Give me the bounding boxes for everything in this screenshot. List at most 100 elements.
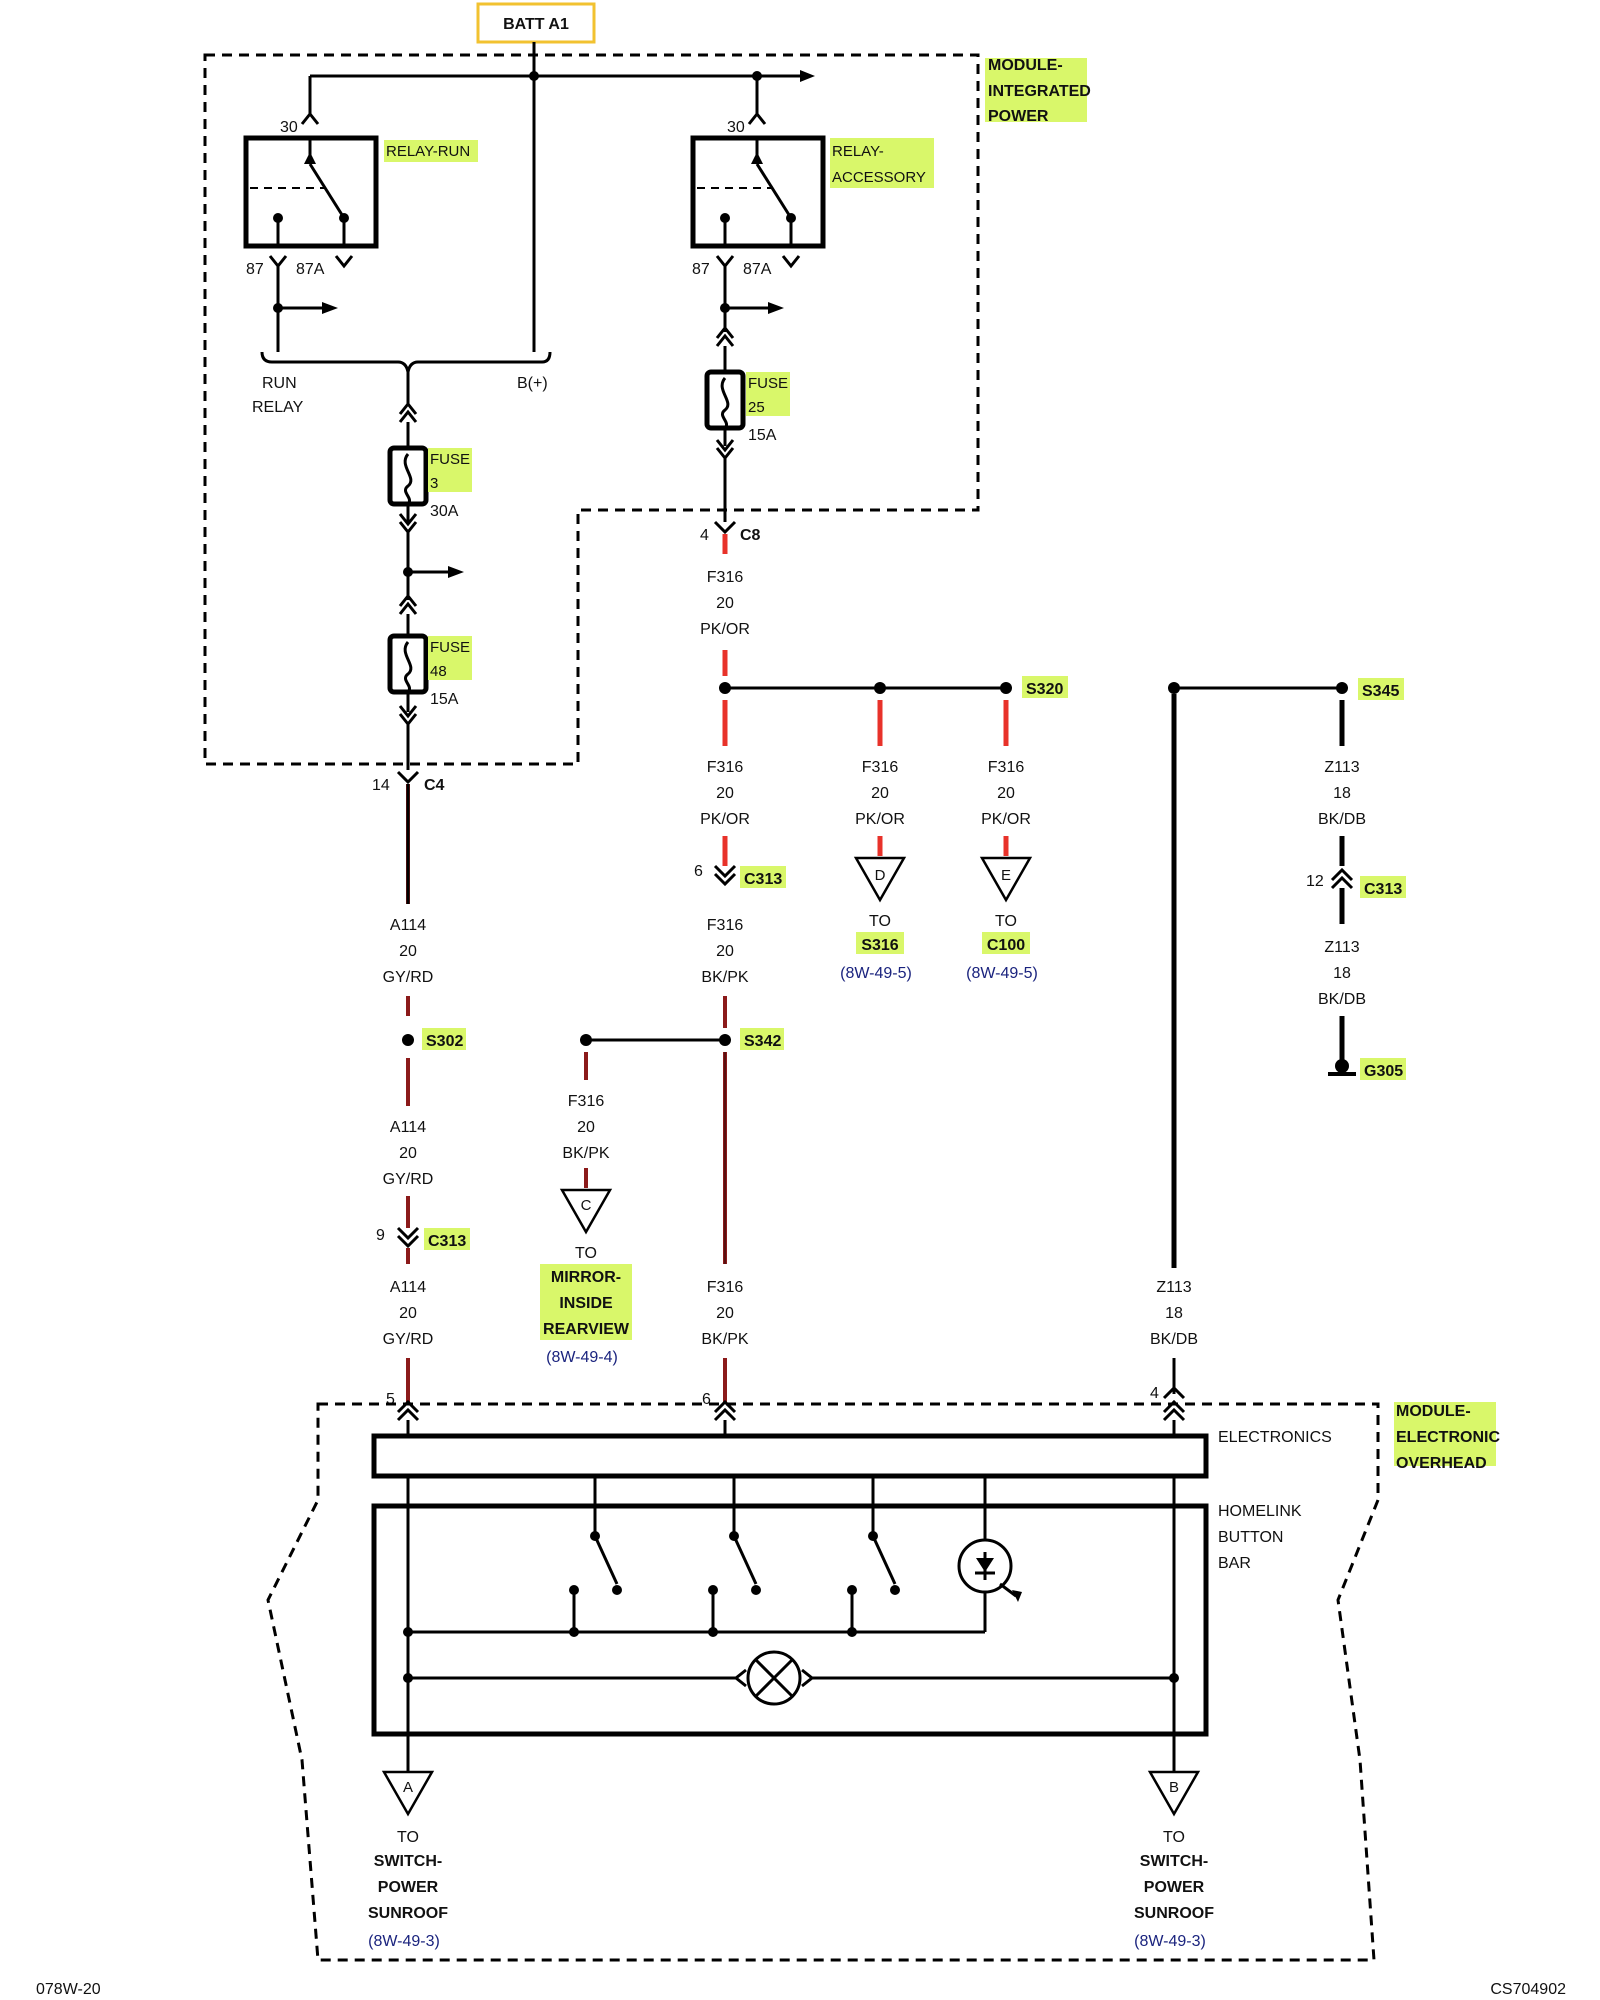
f316-bkpk-2b: 20 <box>577 1119 595 1136</box>
fuse-48-name: FUSE <box>430 639 470 656</box>
dest-e-marker <box>979 856 1033 903</box>
ground-g305 <box>1335 1059 1349 1073</box>
s320-label: S320 <box>1026 681 1063 698</box>
relay-run-name: RELAY-RUN <box>386 143 470 160</box>
dest-e-line1: C100 <box>987 937 1025 954</box>
dest-d-line1: S316 <box>861 937 898 954</box>
module-ipm-label-2: INTEGRATED <box>988 83 1091 100</box>
a114-label-3a: GY/RD <box>383 969 434 986</box>
dest-d-to: TO <box>869 913 891 930</box>
fuse-48-amp: 15A <box>430 691 459 708</box>
z113-label-2c: 18 <box>1165 1305 1183 1322</box>
dest-c-line3: REARVIEW <box>543 1321 630 1338</box>
fuse-25-num: 25 <box>748 399 765 416</box>
dest-a-to: TO <box>397 1829 419 1846</box>
dest-a-marker <box>381 1770 435 1817</box>
c313-z-pin: 12 <box>1306 873 1324 890</box>
z113-label-3b: BK/DB <box>1318 991 1366 1008</box>
dest-c-ref: (8W-49-4) <box>546 1349 618 1366</box>
dest-c-marker <box>559 1188 613 1235</box>
dest-a-line1: SWITCH- <box>374 1853 442 1870</box>
f316-pkor-1e: F316 <box>988 759 1025 776</box>
mod-z113-pin: 4 <box>1150 1385 1159 1402</box>
mod-a114-pin: 5 <box>386 1391 395 1408</box>
f316-bkpk-3b: BK/PK <box>562 1145 609 1162</box>
relay-run-pin87a: 87A <box>296 261 325 278</box>
dest-b-line3: SUNROOF <box>1134 1905 1214 1922</box>
fuse-25-name: FUSE <box>748 375 788 392</box>
module-ipm-label-1: MODULE- <box>988 57 1063 74</box>
module-integrated-power-boundary <box>203 53 980 766</box>
dest-d-marker <box>853 856 907 903</box>
c313-f-name: C313 <box>744 871 782 888</box>
relay-acc-pin87: 87 <box>692 261 710 278</box>
a114-label-3c: GY/RD <box>383 1331 434 1348</box>
f316-pkor-2b: 20 <box>716 785 734 802</box>
module-eo-label-2: ELECTRONIC <box>1396 1429 1500 1446</box>
fuse-3-name: FUSE <box>430 451 470 468</box>
a114-label-3b: GY/RD <box>383 1171 434 1188</box>
fuse-48-num: 48 <box>430 663 447 680</box>
module-overhead-boundary <box>266 1402 1380 1962</box>
module-eo-label-1: MODULE- <box>1396 1403 1471 1420</box>
dest-d-letter: D <box>875 867 886 884</box>
dest-b-line2: POWER <box>1144 1879 1205 1896</box>
f316-bkpk-1a: F316 <box>707 917 744 934</box>
z113-label-3a: BK/DB <box>1318 811 1366 828</box>
homelink-label-1: HOMELINK <box>1218 1503 1302 1520</box>
a114-label-1c: A114 <box>390 1279 426 1296</box>
f316-bkpk-3a: BK/PK <box>701 969 748 986</box>
f316-pkor-3a: PK/OR <box>700 621 750 638</box>
relay-acc-name-2: ACCESSORY <box>832 169 926 186</box>
c8-name: C8 <box>740 527 761 544</box>
c4-name: C4 <box>424 777 445 794</box>
c4-pin: 14 <box>372 777 390 794</box>
relay-acc-pin30: 30 <box>727 119 745 136</box>
f316-bkpk-3c: BK/PK <box>701 1331 748 1348</box>
fuse-3-amp: 30A <box>430 503 459 520</box>
f316-bkpk-1b: F316 <box>568 1093 605 1110</box>
dest-b-to: TO <box>1163 1829 1185 1846</box>
bus-bplus: B(+) <box>517 375 548 392</box>
bus-relay: RELAY <box>252 399 304 416</box>
batt-label: BATT A1 <box>503 16 569 33</box>
c313-a-name: C313 <box>428 1233 466 1250</box>
relay-run-pin87: 87 <box>246 261 264 278</box>
z113-label-1c: Z113 <box>1156 1279 1191 1296</box>
a114-label-2c: 20 <box>399 1305 417 1322</box>
f316-pkor-2e: 20 <box>997 785 1015 802</box>
f316-pkor-1b: F316 <box>707 759 744 776</box>
footer-right: CS704902 <box>1490 1981 1566 1998</box>
a114-label-1a: A114 <box>390 917 426 934</box>
z113-label-1b: Z113 <box>1324 939 1359 956</box>
f316-pkor-2d: 20 <box>871 785 889 802</box>
dest-b-letter: B <box>1169 1779 1179 1796</box>
c313-z-name: C313 <box>1364 881 1402 898</box>
module-eo-label-3: OVERHEAD <box>1396 1455 1487 1472</box>
dest-b-marker <box>1147 1770 1201 1817</box>
dest-e-ref: (8W-49-5) <box>966 965 1038 982</box>
dest-c-to: TO <box>575 1245 597 1262</box>
relay-run: 30 RELAY-RUN 87 87A <box>243 111 478 278</box>
a114-label-2b: 20 <box>399 1145 417 1162</box>
fuse-25-amp: 15A <box>748 427 777 444</box>
fuse-3-num: 3 <box>430 475 438 492</box>
s345-label: S345 <box>1362 683 1399 700</box>
c313-a-pin: 9 <box>376 1227 385 1244</box>
dest-c-line2: INSIDE <box>559 1295 613 1312</box>
module-ipm-label-3: POWER <box>988 108 1049 125</box>
highlight <box>985 58 1087 122</box>
electronics-label: ELECTRONICS <box>1218 1429 1332 1446</box>
a114-label-1b: A114 <box>390 1119 426 1136</box>
f316-bkpk-2a: 20 <box>716 943 734 960</box>
relay-run-pin30: 30 <box>280 119 298 136</box>
f316-pkor-1a: F316 <box>707 569 744 586</box>
homelink-label-2: BUTTON <box>1218 1529 1283 1546</box>
f316-pkor-3e: PK/OR <box>981 811 1031 828</box>
f316-pkor-3b: PK/OR <box>700 811 750 828</box>
dest-a-line3: SUNROOF <box>368 1905 448 1922</box>
s302-label: S302 <box>426 1033 463 1050</box>
relay-acc-pin87a: 87A <box>743 261 772 278</box>
z113-label-1a: Z113 <box>1324 759 1359 776</box>
